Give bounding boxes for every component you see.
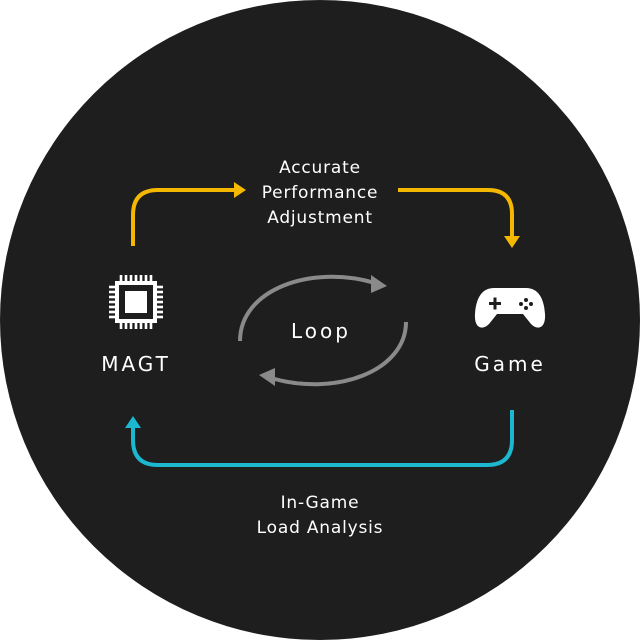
return-flow-label: In-Game Load Analysis [220, 491, 420, 541]
magt-node-label: MAGT [101, 352, 171, 376]
forward-flow-label-line3: Adjustment [267, 208, 373, 228]
return-flow-label-line2: Load Analysis [256, 518, 384, 538]
forward-arrow-right-segment [398, 188, 514, 236]
forward-flow-label-line1: Accurate [279, 158, 361, 178]
forward-flow-label-line2: Performance [261, 183, 379, 203]
forward-arrow-head-down [504, 236, 520, 248]
forward-arrow-left-segment [131, 188, 234, 246]
cycle-arrows-icon [238, 274, 408, 387]
return-arrow-head-up [125, 416, 141, 428]
game-node-label: Game [474, 352, 546, 376]
gamepad-icon [474, 288, 546, 328]
cpu-chip-icon [109, 275, 163, 329]
forward-arrow-head-right [234, 182, 246, 198]
return-flow-label-line1: In-Game [280, 493, 360, 513]
forward-flow-label: Accurate Performance Adjustment [220, 156, 420, 231]
return-arrow-path [131, 410, 514, 467]
loop-label: Loop [291, 319, 351, 343]
